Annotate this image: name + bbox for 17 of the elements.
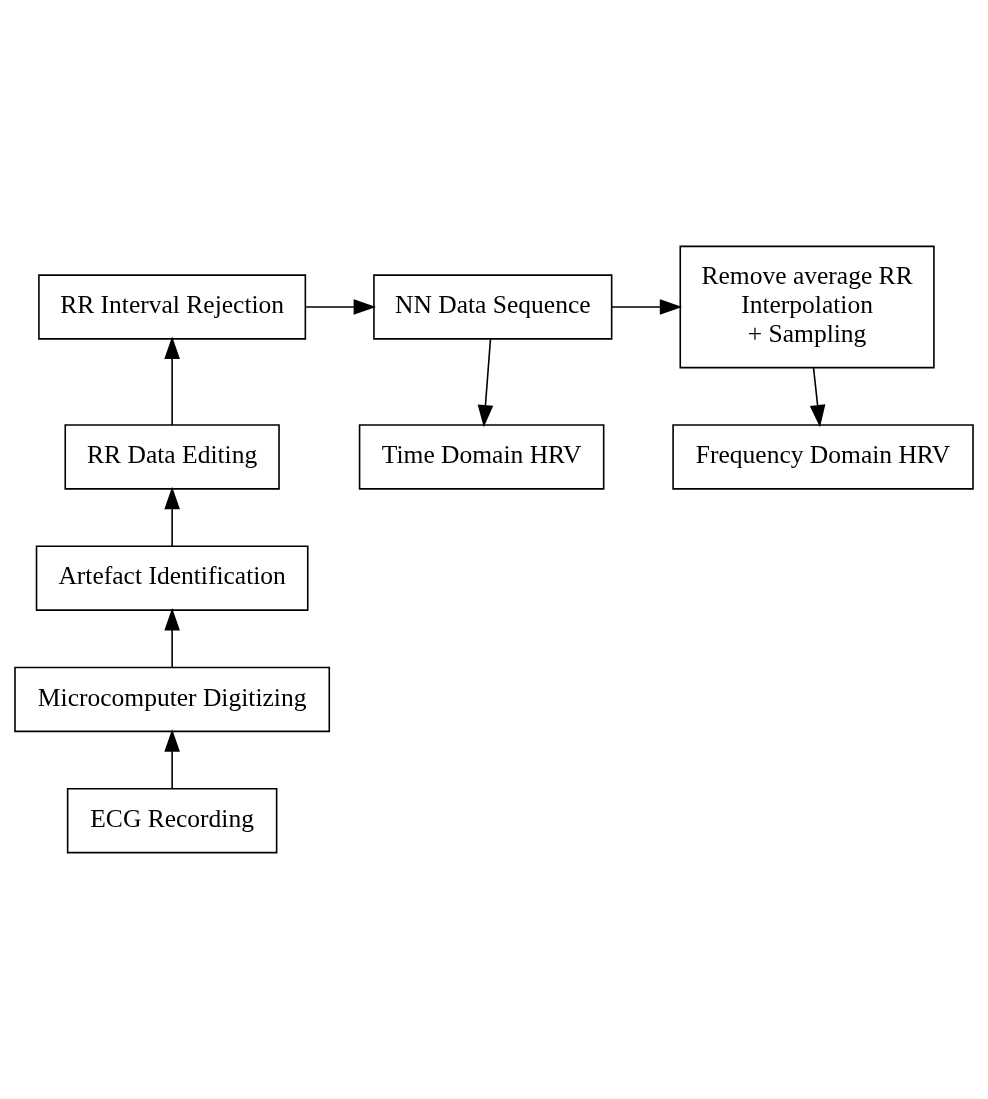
node-box: Remove average RR Interpolation + Sampling [679,245,935,369]
arrow [809,367,826,428]
node-box: RR Data Editing [64,424,280,490]
node-box: RR Interval Rejection [38,274,307,340]
node-box: Time Domain HRV [358,424,605,490]
arrow [164,729,180,790]
node-box: ECG Recording [66,788,278,854]
node-box: Frequency Domain HRV [672,424,974,490]
arrow [164,336,180,426]
node-box: NN Data Sequence [373,274,613,340]
arrow [477,338,494,428]
arrow [611,299,683,315]
arrow [304,299,376,315]
node-box: Microcomputer Digitizing [14,666,331,733]
node-box: Artefact Identification [35,545,309,611]
arrow [164,486,180,547]
arrow [164,608,180,669]
